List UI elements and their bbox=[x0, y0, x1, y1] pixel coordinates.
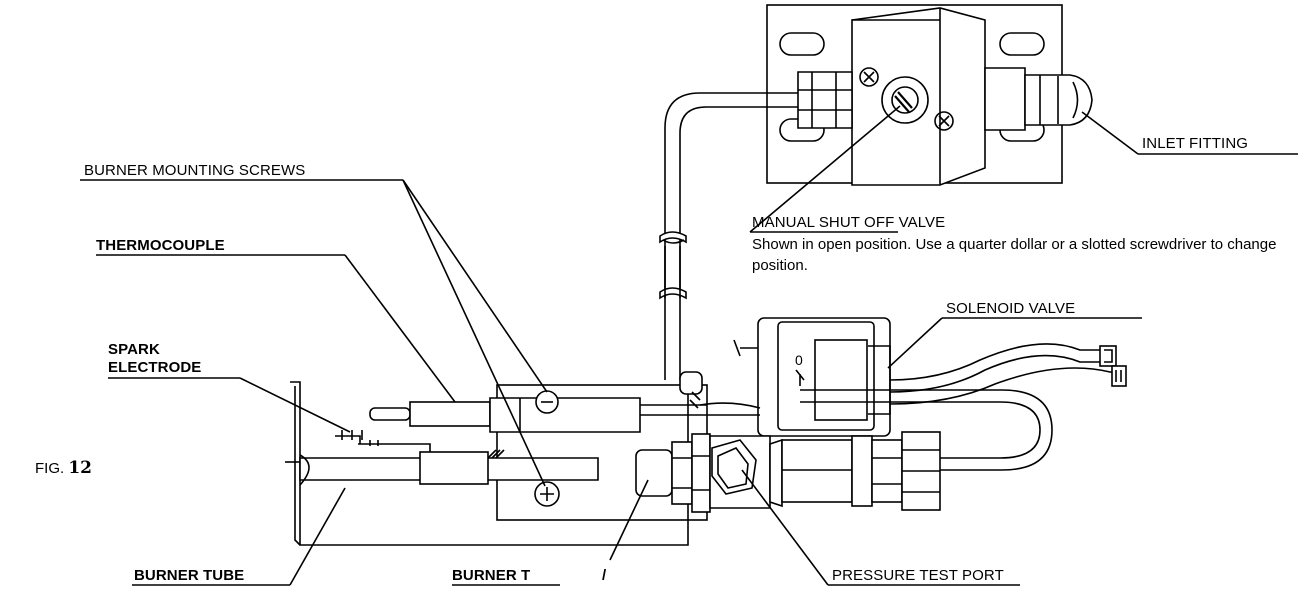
spark-electrode-label-line1: SPARK bbox=[108, 341, 160, 358]
solenoid-valve: 0 bbox=[733, 317, 1127, 437]
manual-shut-off-valve-assembly bbox=[659, 4, 1093, 380]
burner-orifice-mark: / bbox=[602, 567, 607, 584]
mounting-slot bbox=[779, 32, 825, 56]
solenoid-valve-label: SOLENOID VALVE bbox=[946, 300, 1076, 317]
manual-shut-off-valve-note: Shown in open position. Use a quarter do… bbox=[752, 236, 1277, 274]
spark-electrode bbox=[335, 430, 431, 452]
manual-shut-off-valve-label: MANUAL SHUT OFF VALVE bbox=[752, 214, 946, 231]
thermocouple bbox=[369, 391, 761, 433]
gas-manifold bbox=[709, 389, 1053, 511]
burner-orifice-label: BURNER T bbox=[452, 567, 531, 584]
spark-electrode-label-line2: ELECTRODE bbox=[108, 359, 202, 376]
figure-label: FIG. 12 bbox=[35, 458, 92, 478]
svg-text:0: 0 bbox=[795, 352, 803, 368]
thermocouple-label: THERMOCOUPLE bbox=[96, 237, 225, 254]
inlet-fitting-body bbox=[984, 67, 1026, 131]
burner-tube-label: BURNER TUBE bbox=[134, 567, 245, 584]
burner-mounting-screws bbox=[534, 390, 560, 507]
burner-orifice-fitting bbox=[635, 433, 711, 513]
leader-lines bbox=[80, 105, 1298, 586]
mounting-slot bbox=[999, 32, 1045, 56]
body-screw bbox=[934, 111, 954, 131]
pressure-test-port-label: PRESSURE TEST PORT bbox=[832, 567, 1004, 584]
burner-mounting-screws-label: BURNER MOUNTING SCREWS bbox=[84, 162, 306, 179]
figure-number: 12 bbox=[68, 458, 93, 478]
figure-prefix: FIG. bbox=[35, 460, 65, 477]
inlet-fitting-label: INLET FITTING bbox=[1142, 135, 1249, 152]
valve-body bbox=[851, 7, 986, 186]
shut-off-valve-knob bbox=[881, 76, 929, 124]
burner-tube bbox=[285, 449, 599, 486]
valve-nut bbox=[797, 71, 853, 129]
body-screw bbox=[859, 67, 879, 87]
